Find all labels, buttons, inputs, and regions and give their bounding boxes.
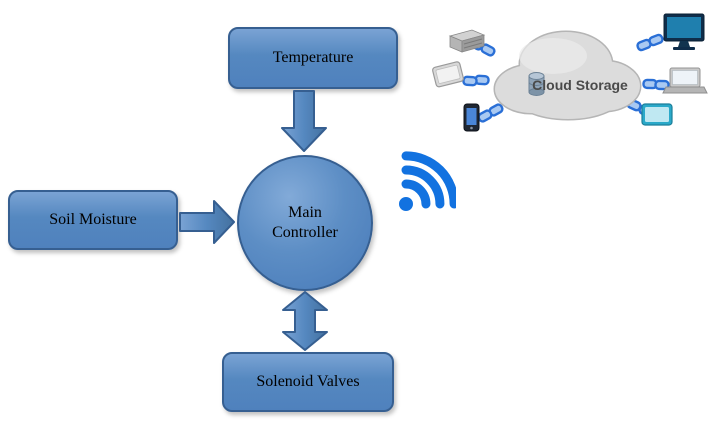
node-temperature: Temperature xyxy=(228,27,398,89)
server-drive-icon xyxy=(448,29,486,53)
node-main-controller: Main Controller xyxy=(237,155,373,291)
node-temperature-label: Temperature xyxy=(272,49,354,66)
arrow-soil-moisture-to-controller xyxy=(179,200,235,244)
node-soil-moisture-label: Soil Moisture xyxy=(49,211,137,228)
smartphone-icon xyxy=(463,103,480,132)
node-soil-moisture: Soil Moisture xyxy=(8,190,178,250)
arrow-temperature-to-controller xyxy=(281,90,327,152)
cloud-shape xyxy=(493,30,642,121)
arrow-controller-to-solenoid-valves xyxy=(282,291,328,351)
node-main-controller-label-line2: Controller xyxy=(272,224,338,241)
node-solenoid-valves: Solenoid Valves xyxy=(222,352,394,412)
node-solenoid-valves-label: Solenoid Valves xyxy=(256,373,360,390)
tablet-right-icon xyxy=(641,103,673,126)
tablet-left-icon xyxy=(432,61,464,88)
cloud-storage-label: Cloud Storage xyxy=(532,77,628,93)
node-main-controller-label-line1: Main xyxy=(288,204,322,221)
laptop-icon xyxy=(662,67,708,94)
wifi-icon xyxy=(399,151,456,211)
cloud-storage-graphic: Cloud Storage xyxy=(432,13,708,132)
database-icon xyxy=(528,72,545,96)
desktop-monitor-icon xyxy=(663,13,705,50)
